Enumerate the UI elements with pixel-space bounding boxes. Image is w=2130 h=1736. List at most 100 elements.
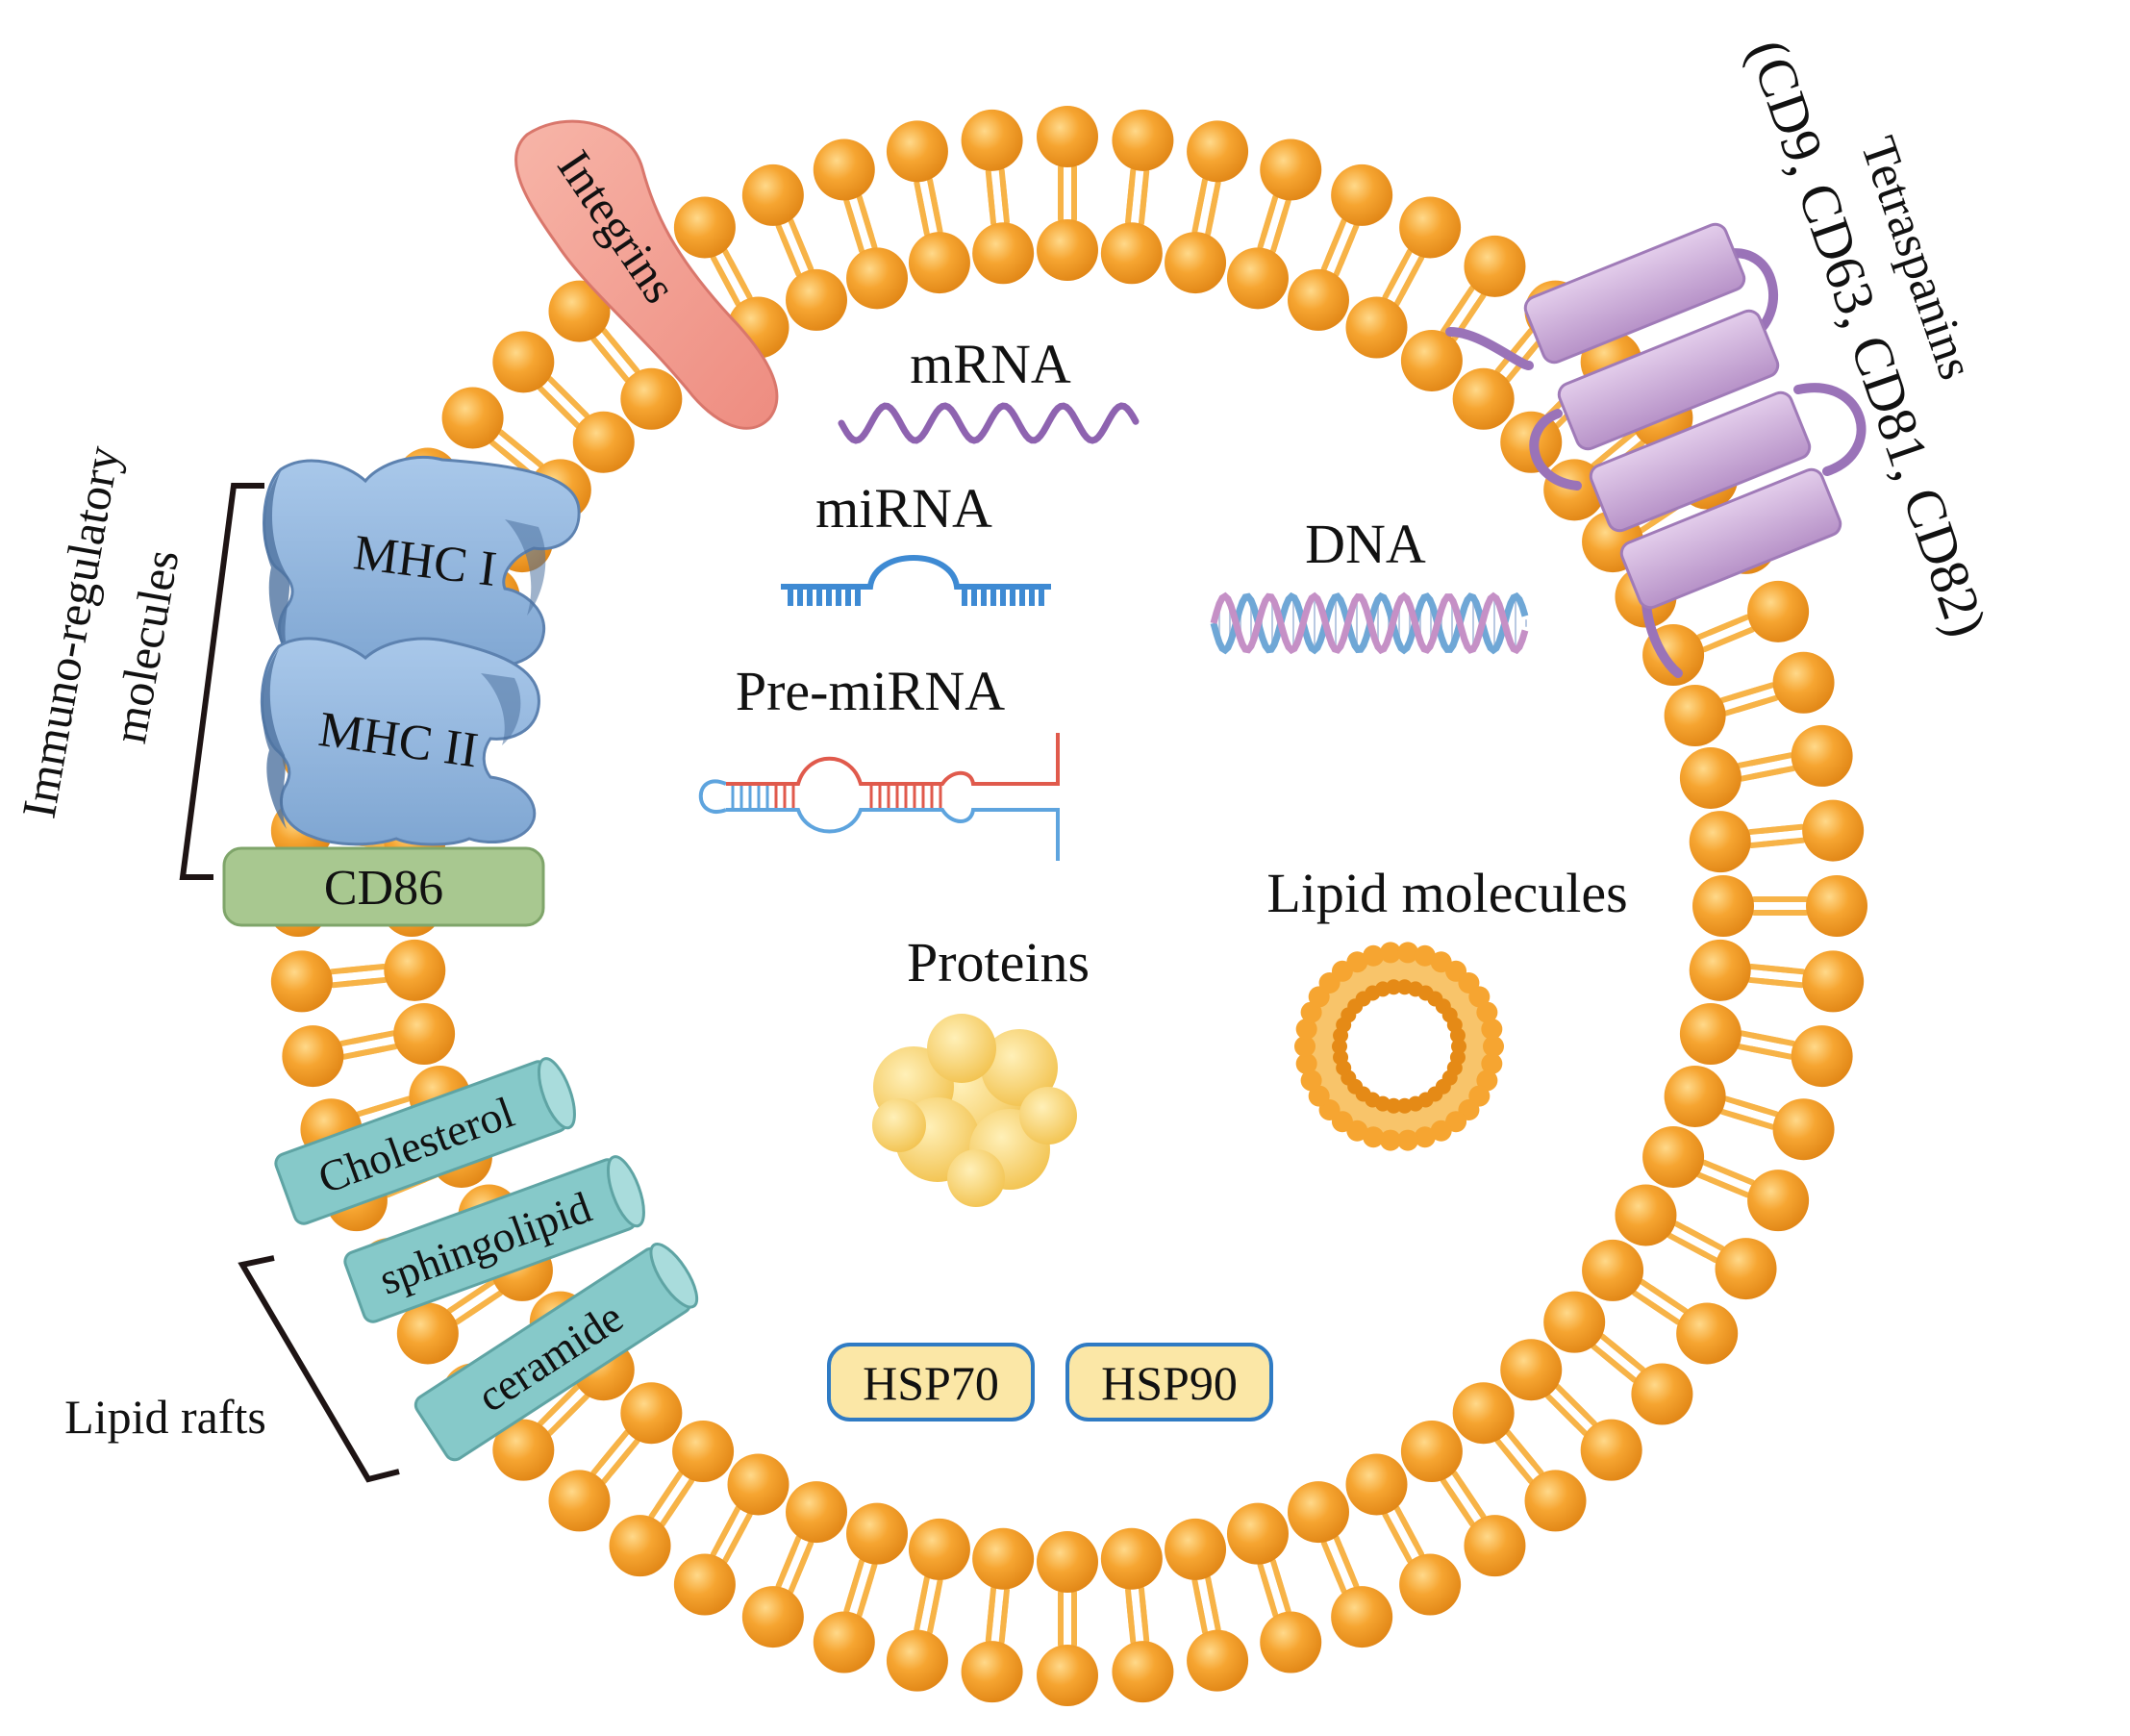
vesicle-head-outer: [1295, 1053, 1317, 1075]
lipid-tail: [545, 393, 581, 429]
vesicle-head-inner: [1449, 1027, 1466, 1044]
lipid-tail: [1739, 1030, 1785, 1044]
phospholipid: [961, 1527, 1035, 1703]
phospholipid: [1642, 580, 1810, 687]
lipid-head-inner: [1452, 367, 1515, 430]
pre-mirna-label: Pre-miRNA: [736, 660, 1005, 722]
lipid-tail: [1544, 1393, 1580, 1428]
lipid-head-outer: [1037, 1645, 1098, 1706]
lipid-tail: [1701, 631, 1745, 653]
lipid-head-inner: [1345, 296, 1408, 359]
lipid-tail: [555, 384, 590, 419]
vesicle-head-outer: [1414, 1126, 1436, 1148]
lipid-head-outer: [886, 1629, 948, 1692]
lipid-tail: [1382, 1511, 1408, 1554]
lipid-tail: [1591, 1344, 1628, 1376]
pre-mirna-lower: [726, 808, 1060, 861]
lipid-head-inner: [1287, 1481, 1349, 1544]
lipid-tail: [1639, 1278, 1679, 1308]
lipid-tail: [1382, 258, 1408, 301]
dna-double-helix: [1210, 591, 1529, 655]
phospholipid: [548, 1382, 683, 1532]
lipid-tail: [1736, 754, 1783, 768]
lipid-tail: [1591, 436, 1628, 468]
lipid-head-inner: [1226, 1502, 1289, 1565]
phospholipid: [1287, 1481, 1393, 1648]
lipid-tail: [929, 189, 943, 235]
lipid-tail: [999, 1587, 1010, 1634]
lipid-head-inner: [1287, 268, 1349, 331]
lipid-head-inner: [1037, 219, 1098, 281]
phospholipid: [1400, 1421, 1526, 1577]
vesicle-head-outer: [1379, 942, 1401, 964]
vesicle-head-outer: [1363, 1126, 1385, 1148]
lipid-tail: [1440, 294, 1469, 335]
lipid-head-inner: [1165, 1518, 1227, 1580]
lipid-tail: [846, 209, 865, 254]
lipid-head-inner: [1400, 1421, 1463, 1483]
phospholipid: [1345, 196, 1462, 359]
lipid-head-outer: [396, 1302, 459, 1365]
lipid-head-outer: [1772, 1098, 1835, 1161]
vesicle-head-outer: [1295, 1018, 1317, 1040]
lipid-tail: [608, 337, 640, 374]
lipid-head-inner: [786, 1481, 848, 1544]
phospholipid: [1287, 164, 1393, 331]
lipid-head-inner: [1582, 1239, 1644, 1301]
lipid-tail: [1125, 1587, 1136, 1634]
pre-mirna-cargo: Pre-miRNA: [698, 660, 1060, 861]
lipid-tail: [1666, 1232, 1709, 1258]
lipid-tail: [1320, 1540, 1342, 1584]
vesicle-head-outer: [1481, 1018, 1503, 1040]
mrna-cargo: mRNA: [838, 333, 1140, 444]
lipid-tail: [1191, 1577, 1206, 1623]
lipid-head-outer: [1187, 120, 1249, 183]
lipid-head-inner: [672, 1421, 735, 1483]
lipid-tail: [1505, 1429, 1538, 1467]
lipid-tail: [1257, 1562, 1275, 1607]
lipid-head-outer: [1037, 106, 1098, 167]
pre-mirna-hairpin: [698, 733, 1060, 861]
mirna-strand: [781, 555, 1051, 606]
vesicle-head-outer: [1481, 1053, 1503, 1075]
lipid-tail: [1333, 1534, 1355, 1578]
lipid-head-inner: [620, 367, 683, 430]
phospholipid: [1100, 109, 1174, 285]
lipid-tail: [1257, 205, 1275, 250]
proteins-cargo: Proteins: [872, 931, 1090, 1207]
phospholipid: [270, 939, 446, 1013]
phospholipid: [1400, 235, 1526, 391]
lipid-tail: [350, 1030, 396, 1044]
lipid-tail: [1393, 1505, 1419, 1547]
lipid-tail: [1746, 824, 1793, 836]
lipid-head-outer: [741, 164, 804, 226]
lipid-tail: [1205, 1574, 1219, 1622]
lipid-head-outer: [548, 1470, 611, 1532]
lipid-tail: [715, 264, 741, 307]
lipid-head-inner: [1452, 1382, 1515, 1445]
lipid-head-outer: [441, 387, 504, 449]
lipid-head-outer: [1524, 1470, 1587, 1532]
vesicle-head-outer: [1476, 1001, 1498, 1023]
lipid-head-outer: [1747, 1170, 1810, 1232]
cd86-label: CD86: [324, 861, 443, 916]
lipid-head-inner: [1689, 939, 1751, 1001]
phospholipid: [1345, 1453, 1462, 1616]
mhc-ii-molecule: MHC II: [260, 637, 540, 846]
lipid-vesicle: [1294, 942, 1504, 1151]
lipid-head-inner: [1664, 685, 1726, 747]
lipid-head-outer: [1580, 1419, 1642, 1481]
lipid-tail: [1554, 1383, 1590, 1419]
lipid-head-outer: [492, 331, 555, 393]
mrna-label: mRNA: [910, 333, 1071, 395]
immuno-label-line1: Immuno-regulatory: [12, 441, 130, 821]
vesicle-head-outer: [1397, 942, 1419, 964]
lipid-tail: [339, 964, 387, 974]
vesicle-head-outer: [1397, 1129, 1419, 1151]
lipid-head-outer: [492, 1419, 555, 1481]
phospholipid: [609, 1421, 735, 1577]
phospholipid: [961, 109, 1035, 285]
protein-blob: [872, 1014, 1077, 1207]
mirna-label: miRNA: [815, 477, 992, 540]
lipid-tail: [1746, 976, 1793, 988]
